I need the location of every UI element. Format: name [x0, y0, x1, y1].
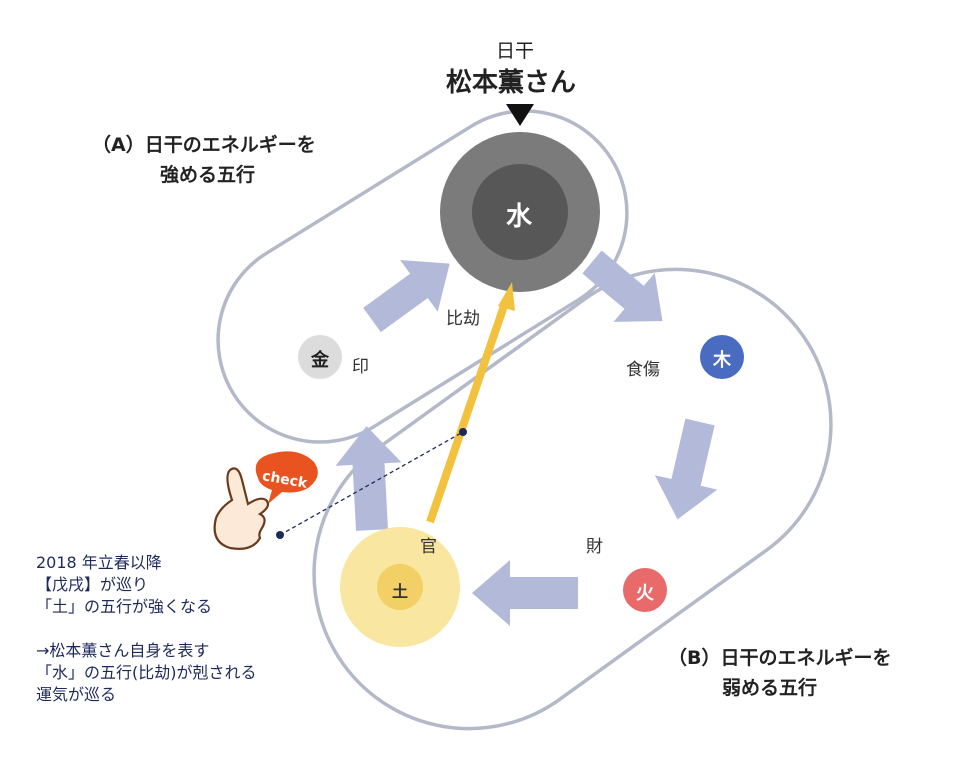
arrow-water-to-wood	[582, 250, 663, 322]
earth-label: 土	[392, 582, 409, 601]
relation-shokusho: 食傷	[626, 360, 660, 380]
water-label: 水	[506, 202, 533, 232]
control-arrow	[426, 298, 510, 524]
arrow-metal-to-water	[363, 260, 450, 333]
check-label: check	[261, 468, 309, 492]
wood-circle	[700, 335, 744, 379]
header-name: 松本薫さん	[446, 68, 577, 98]
note-line: 2018 年立春以降	[36, 553, 162, 572]
fire-circle	[623, 568, 667, 612]
relation-in: 印	[352, 357, 369, 377]
note-line: 運気が巡る	[36, 685, 117, 704]
control-arrow-head	[498, 282, 515, 311]
fire-label: 火	[636, 583, 654, 604]
group-b-title-line2: 弱める五行	[722, 677, 818, 699]
note-text: 2018 年立春以降 【戊戌】が巡り 「土」の五行が強くなる →松本薫さん自身を…	[36, 552, 257, 706]
note-line: →松本薫さん自身を表す	[36, 641, 210, 660]
dot-end	[459, 428, 467, 436]
metal-label: 金	[311, 350, 329, 371]
group-b-title-line1: （B）日干のエネルギーを	[668, 647, 892, 669]
note-line: 「水」の五行(比劫)が剋される	[36, 663, 257, 682]
arrow-wood-to-fire	[654, 418, 718, 520]
note-line	[36, 618, 257, 640]
wood-label: 木	[713, 350, 731, 371]
note-line: 【戊戌】が巡り	[36, 575, 149, 594]
note-line: 「土」の五行が強くなる	[36, 597, 213, 616]
earth-circle-inner	[377, 564, 423, 610]
relation-kan: 官	[420, 537, 437, 557]
group-a-outline	[216, 109, 629, 444]
pointer-triangle-icon	[506, 104, 534, 126]
group-a-title-line2: 強める五行	[160, 164, 256, 186]
relation-zai: 財	[586, 537, 603, 557]
dot-start	[276, 531, 284, 539]
arrow-earth-to-metal	[335, 426, 402, 531]
relation-hikou: 比劫	[446, 309, 480, 329]
header-subtitle: 日干	[496, 40, 535, 62]
arrow-fire-to-earth	[472, 560, 578, 626]
water-circle-inner	[472, 164, 568, 260]
metal-circle	[298, 335, 342, 379]
check-hand-icon: check	[213, 451, 318, 550]
group-a-title-line1: （A）日干のエネルギーを	[92, 134, 316, 156]
